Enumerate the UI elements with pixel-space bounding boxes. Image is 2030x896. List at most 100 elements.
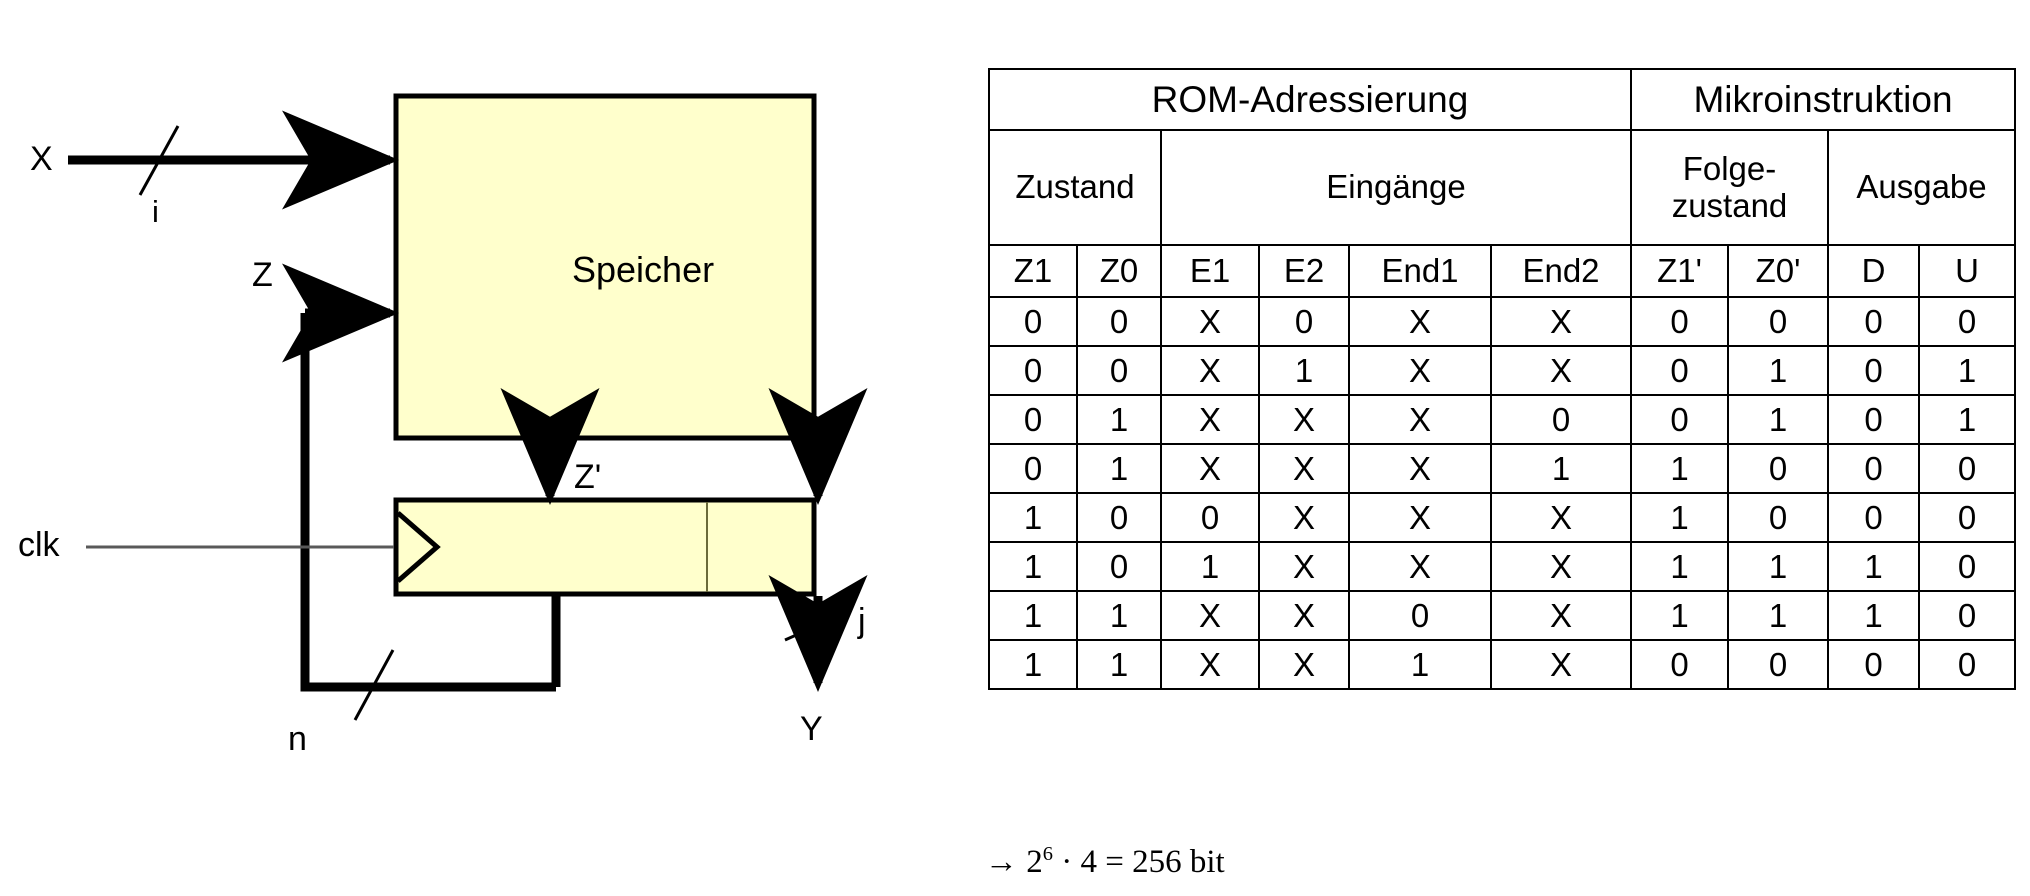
- table-cell-e2: X: [1258, 492, 1350, 543]
- table-cell-e1: 1: [1160, 541, 1260, 592]
- n-bus-slash: [353, 649, 395, 721]
- table-cell-z0p: 1: [1727, 394, 1829, 445]
- table-cell-e2: X: [1258, 639, 1350, 690]
- group-ausgabe: Ausgabe: [1826, 129, 2017, 246]
- footnote-rest: · 4 = 256 bit: [1052, 844, 1225, 880]
- table-cell-end2: 1: [1490, 443, 1632, 494]
- table-cell-d: 0: [1827, 345, 1920, 396]
- table-cell-e1: X: [1160, 394, 1260, 445]
- col-header-end1: End1: [1348, 244, 1492, 298]
- table-cell-end1: X: [1348, 394, 1492, 445]
- table-cell-z1p: 1: [1630, 492, 1729, 543]
- table-cell-z1p: 0: [1630, 639, 1729, 690]
- table-cell-z1p: 0: [1630, 394, 1729, 445]
- table-cell-z1p: 1: [1630, 443, 1729, 494]
- table-cell-end1: X: [1348, 492, 1492, 543]
- table-cell-z0p: 0: [1727, 296, 1829, 347]
- table-cell-d: 0: [1827, 443, 1920, 494]
- table-cell-u: 0: [1917, 492, 2017, 543]
- col-header-e2: E2: [1258, 244, 1350, 298]
- table-cell-e2: 1: [1258, 345, 1350, 396]
- table-cell-e1: X: [1160, 443, 1260, 494]
- x-bus-slash: [138, 125, 180, 196]
- table-cell-u: 1: [1917, 394, 2017, 445]
- table-cell-end2: X: [1490, 492, 1632, 543]
- table-cell-z0p: 1: [1727, 541, 1829, 592]
- state-label: Z: [252, 256, 273, 294]
- group-eingaenge: Eingänge: [1160, 129, 1632, 246]
- arrow-right-icon: →: [985, 842, 1018, 879]
- table-cell-d: 1: [1827, 541, 1920, 592]
- table-cell-u: 1: [1917, 345, 2017, 396]
- col-header-z1p: Z1': [1630, 244, 1729, 298]
- table-cell-z0p: 1: [1727, 345, 1829, 396]
- table-cell-end1: 1: [1348, 639, 1492, 690]
- x-width-label: i: [152, 194, 159, 229]
- table-cell-end1: X: [1348, 541, 1492, 592]
- table-cell-d: 0: [1827, 492, 1920, 543]
- table-cell-z0: 1: [1076, 590, 1162, 641]
- table-cell-z1: 0: [988, 296, 1078, 347]
- table-cell-z0: 0: [1076, 541, 1162, 592]
- register-block: [393, 497, 817, 597]
- table-cell-u: 0: [1917, 590, 2017, 641]
- group-zustand: Zustand: [988, 129, 1162, 246]
- table-cell-e2: X: [1258, 541, 1350, 592]
- feedback-width-label: n: [288, 720, 307, 758]
- table-cell-d: 1: [1827, 590, 1920, 641]
- table-cell-z0p: 0: [1727, 492, 1829, 543]
- memory-block: [393, 93, 817, 441]
- rom-truth-table: ROM-Adressierung Mikroinstruktion Zustan…: [988, 68, 2017, 690]
- table-column-header-row: Z1 Z0 E1 E2 End1 End2 Z1' Z0' D U: [988, 244, 2017, 298]
- memory-block-label: Speicher: [572, 249, 715, 290]
- clock-triangle-icon: [396, 511, 441, 583]
- col-header-e1: E1: [1160, 244, 1260, 298]
- table-cell-e1: X: [1160, 639, 1260, 690]
- table-group-row: Zustand Eingänge Folge-zustand Ausgabe: [988, 129, 2017, 246]
- col-header-z0p: Z0': [1727, 244, 1829, 298]
- title-mikroinstruktion: Mikroinstruktion: [1629, 68, 2017, 131]
- x-input-label: X: [30, 140, 53, 178]
- table-cell-e2: X: [1258, 394, 1350, 445]
- capacity-footnote: → 26 · 4 = 256 bit: [985, 842, 1225, 881]
- table-cell-z0: 0: [1076, 492, 1162, 543]
- footnote-base: 2: [1026, 844, 1043, 880]
- table-cell-z0: 0: [1076, 296, 1162, 347]
- table-cell-end2: 0: [1490, 394, 1632, 445]
- group-folgezustand: Folge-zustand: [1630, 129, 1829, 246]
- truth-table-body: ROM-Adressierung Mikroinstruktion Zustan…: [988, 68, 2017, 690]
- table-cell-z1: 0: [988, 345, 1078, 396]
- table-cell-z0: 1: [1076, 639, 1162, 690]
- next-state-label: Z': [574, 458, 602, 496]
- block-diagram-canvas: [68, 93, 868, 721]
- table-cell-e1: 0: [1160, 492, 1260, 543]
- table-cell-d: 0: [1827, 296, 1920, 347]
- output-width-label: j: [858, 602, 866, 640]
- table-cell-e2: 0: [1258, 296, 1350, 347]
- footnote-exponent: 6: [1042, 843, 1053, 865]
- table-cell-z0p: 1: [1727, 590, 1829, 641]
- clk-label: clk: [18, 526, 60, 564]
- table-cell-end1: X: [1348, 443, 1492, 494]
- table-cell-z1: 1: [988, 541, 1078, 592]
- truth-table-wrapper: ROM-Adressierung Mikroinstruktion Zustan…: [988, 68, 2017, 690]
- col-header-d: D: [1827, 244, 1920, 298]
- table-cell-z1p: 0: [1630, 296, 1729, 347]
- table-cell-end2: X: [1490, 541, 1632, 592]
- table-title-row: ROM-Adressierung Mikroinstruktion: [988, 68, 2017, 131]
- table-cell-z1p: 1: [1630, 541, 1729, 592]
- table-cell-z0: 0: [1076, 345, 1162, 396]
- table-cell-e2: X: [1258, 443, 1350, 494]
- col-header-z0: Z0: [1076, 244, 1162, 298]
- table-cell-d: 0: [1827, 639, 1920, 690]
- feedback-path: [300, 313, 556, 692]
- table-cell-end2: X: [1490, 590, 1632, 641]
- table-cell-e1: X: [1160, 296, 1260, 347]
- table-cell-u: 0: [1917, 541, 2017, 592]
